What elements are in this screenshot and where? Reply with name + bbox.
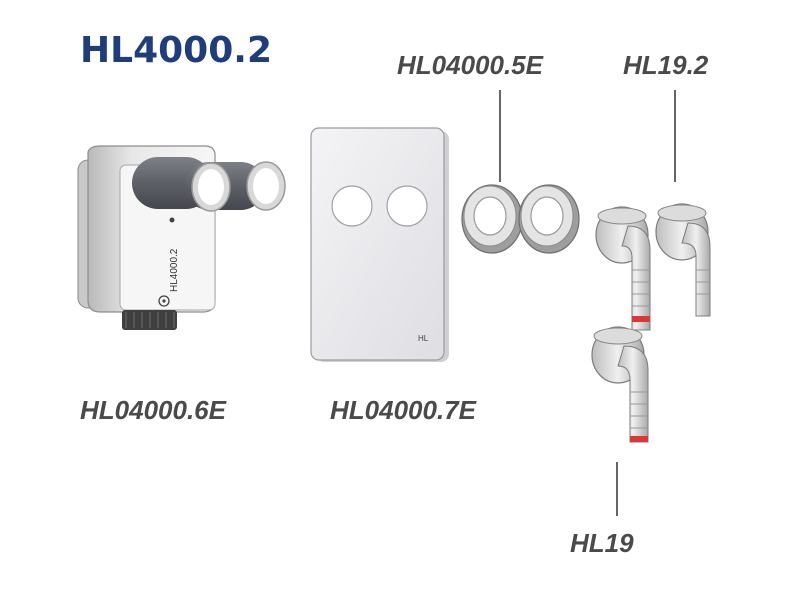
cover-plate-part: HL (310, 127, 449, 362)
plate-print: HL (418, 334, 429, 343)
housing-part: HL4000.2 (77, 145, 286, 330)
elbow-part-pair-right (655, 203, 711, 317)
set-title: HL4000.2 (80, 30, 272, 71)
elbow-part-pair-left (595, 206, 651, 331)
housing-print: HL4000.2 (169, 248, 180, 292)
nut-part-right (518, 184, 580, 254)
part-label-cover-plate: HL04000.7E (330, 395, 476, 425)
part-label-elbow-single: HL19 (570, 528, 634, 558)
part-label-housing: HL04000.6E (80, 395, 226, 425)
elbow-part-single (591, 326, 649, 443)
part-label-nut: HL04000.5E (397, 50, 543, 80)
part-label-elbow-pair: HL19.2 (623, 50, 709, 80)
nut-part-left (461, 184, 523, 254)
